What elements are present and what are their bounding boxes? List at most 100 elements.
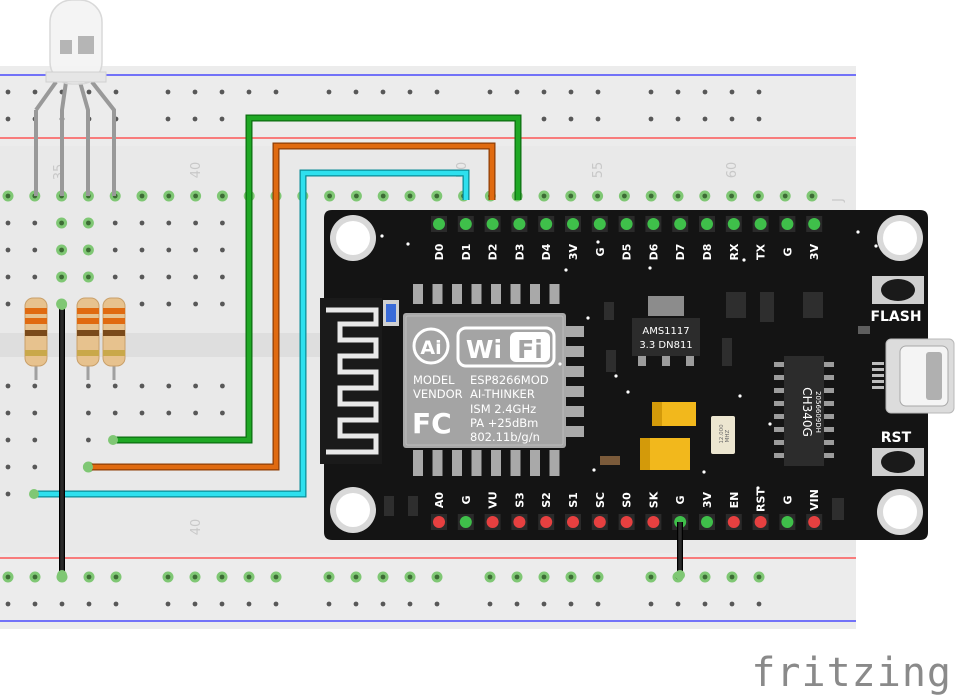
rgb-led[interactable] — [34, 0, 116, 196]
top-pin-d6[interactable] — [647, 218, 660, 230]
top-pin-d7[interactable] — [674, 218, 687, 230]
top-pin-d0[interactable] — [433, 218, 445, 230]
top-pin-label: D1 — [460, 244, 473, 261]
hole-top — [166, 301, 172, 307]
rail-hole — [165, 89, 171, 95]
top-pin-tx[interactable] — [754, 218, 767, 230]
bottom-pin-sk[interactable] — [647, 516, 660, 528]
top-pin-label: 3V — [808, 243, 821, 260]
regulator-leg-3 — [686, 356, 694, 366]
wire-orange[interactable] — [88, 142, 496, 471]
usb-chip-pin — [774, 401, 784, 406]
usb-chip-pin — [824, 453, 834, 458]
rail-hole — [407, 601, 413, 607]
rail-hole — [487, 601, 493, 607]
hole-top — [782, 193, 788, 199]
ai-badge-text: Ai — [420, 337, 441, 359]
regulator — [632, 318, 700, 356]
hole-bottom — [5, 383, 11, 389]
top-pin-3v[interactable] — [808, 218, 821, 230]
vendor-label: VENDOR — [413, 387, 463, 401]
top-pin-d1[interactable] — [459, 218, 472, 230]
bottom-pin-label: G — [460, 495, 473, 504]
bottom-pin-label: S3 — [513, 492, 526, 508]
crystal — [711, 416, 735, 454]
rail-hole — [219, 601, 225, 607]
bottom-pin-s1[interactable] — [567, 516, 579, 528]
bottom-pin-label: G — [674, 495, 687, 504]
rail-hole — [487, 89, 493, 95]
top-pin-g[interactable] — [781, 218, 794, 230]
bottom-pin-3v[interactable] — [701, 516, 713, 528]
bottom-pin-a0[interactable] — [433, 516, 445, 528]
regulator-leg-2 — [662, 356, 670, 366]
hole-top — [220, 247, 225, 253]
shield-pin-top — [530, 284, 540, 304]
hole-top — [112, 220, 118, 226]
hole-bottom — [32, 464, 38, 470]
top-pin-3v[interactable] — [567, 218, 579, 230]
hole-top — [5, 274, 11, 280]
bottom-pin-s0[interactable] — [620, 516, 633, 528]
flash-label: FLASH — [870, 309, 921, 325]
rail-hole — [165, 574, 171, 580]
resistors — [24, 297, 126, 380]
rail-hole — [380, 574, 386, 580]
hole-top — [702, 193, 708, 199]
top-pin-d4[interactable] — [540, 218, 553, 230]
top-pin-d8[interactable] — [701, 218, 713, 230]
bottom-pin-s3[interactable] — [513, 516, 526, 528]
shield-pin-right — [566, 386, 584, 397]
micro-usb-slot — [926, 352, 942, 400]
rail-hole — [648, 601, 654, 607]
hole-bottom — [193, 383, 199, 389]
rail-hole — [192, 601, 198, 607]
bottom-pin-label: G — [781, 495, 794, 504]
bottom-pin-s2[interactable] — [540, 516, 553, 528]
bottom-pin-sc[interactable] — [593, 516, 606, 528]
hole-top — [193, 247, 199, 253]
resistor-1[interactable] — [24, 297, 48, 380]
rail-hole — [648, 574, 654, 580]
smd-cap-2 — [722, 338, 732, 366]
bottom-pin-g[interactable] — [459, 516, 472, 528]
top-pin-label: TX — [755, 243, 768, 260]
smd-dot — [702, 470, 706, 474]
top-pin-d5[interactable] — [620, 218, 633, 230]
hole-bottom — [32, 437, 38, 443]
top-pin-label: 3V — [567, 243, 580, 260]
top-pin-rx[interactable] — [727, 218, 740, 230]
bottom-pin-vu[interactable] — [486, 516, 499, 528]
top-pin-label: D7 — [674, 244, 687, 261]
rst-label: RST — [881, 430, 912, 446]
hole-bottom — [86, 437, 91, 443]
resistor-3[interactable] — [102, 297, 126, 380]
top-pin-d2[interactable] — [486, 218, 499, 230]
bottom-pin-en[interactable] — [727, 516, 740, 528]
ai-thinker-badge — [412, 327, 450, 365]
rail-hole — [113, 89, 119, 95]
hole-top — [166, 247, 172, 253]
resistor-2[interactable] — [76, 297, 100, 380]
wire-cyan[interactable] — [34, 169, 470, 498]
hole-top — [139, 193, 145, 199]
rail-hole — [487, 574, 493, 580]
bottom-pin-g[interactable] — [781, 516, 794, 528]
top-pin-d3[interactable] — [513, 218, 526, 230]
rail-hole — [165, 601, 171, 607]
bottom-pin-label: EN — [728, 492, 741, 509]
shield-pin-top — [491, 284, 501, 304]
hole-top — [86, 247, 91, 253]
wire-green[interactable] — [113, 114, 522, 444]
hole-bottom — [220, 383, 225, 389]
hole-top — [5, 220, 11, 226]
bottom-pin-vin[interactable] — [808, 516, 821, 528]
top-pin-g[interactable] — [593, 218, 606, 230]
shield-pin-bottom — [452, 450, 462, 476]
bottom-pin-rst[interactable] — [754, 516, 767, 528]
usb-pads — [872, 362, 884, 389]
breadboard-holes — [2, 89, 818, 607]
bottom-pin-label: RST — [755, 488, 768, 512]
